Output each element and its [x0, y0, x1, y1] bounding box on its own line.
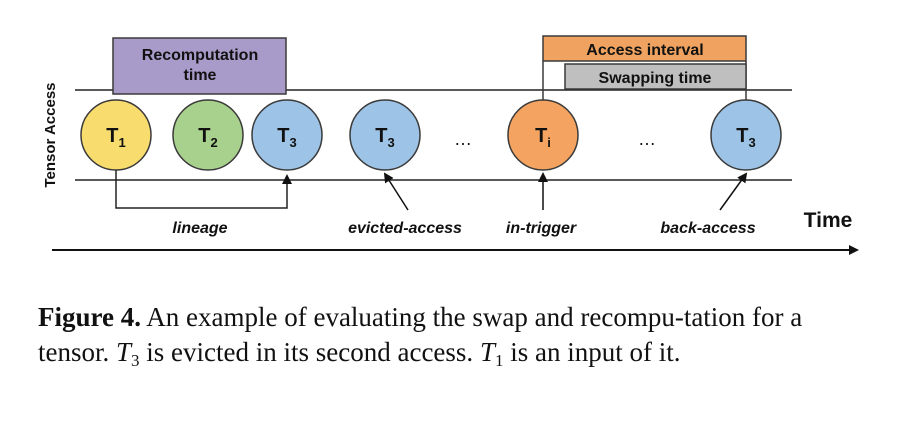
back-access-label: back-access	[660, 220, 755, 237]
lineage-label: lineage	[172, 220, 227, 237]
node-ti-sub: i	[547, 135, 551, 150]
node-t3-third-circle	[710, 99, 782, 171]
node-t3-second-base: T	[375, 125, 387, 147]
access-interval-box	[542, 35, 747, 62]
node-t1: T1	[80, 99, 152, 171]
node-t2: T2	[172, 99, 244, 171]
node-t2-circle	[172, 99, 244, 171]
evicted-access-arrow	[383, 172, 409, 211]
in-trigger-label: in-trigger	[506, 220, 577, 237]
node-t3-second: T3	[349, 99, 421, 171]
svg-text:T3: T3	[375, 125, 394, 150]
recomputation-time-box	[112, 37, 287, 95]
node-t2-sub: 2	[210, 135, 217, 150]
node-t3-third-base: T	[736, 125, 748, 147]
svg-text:Ti: Ti	[535, 125, 551, 150]
figure-label: Figure 4.	[38, 302, 141, 332]
svg-text:T3: T3	[736, 125, 755, 150]
caption-t1-base: T	[479, 337, 495, 367]
caption-text-1: An example of evaluating the swap and re…	[38, 302, 803, 367]
swapping-time-box	[564, 63, 747, 90]
caption-t3-sub: 3	[131, 351, 140, 370]
y-axis-label: Tensor Access	[42, 82, 59, 187]
node-t1-sub: 1	[118, 135, 125, 150]
node-t3-first-base: T	[277, 125, 289, 147]
caption-t3-base: T	[116, 337, 132, 367]
caption-t1-sub: 1	[494, 351, 504, 370]
svg-text:T3: T3	[277, 125, 296, 150]
node-t3-second-sub: 3	[387, 135, 394, 150]
recomputation-time-label-line2: time	[184, 67, 217, 84]
node-t1-circle	[80, 99, 152, 171]
node-t3-first: T3	[251, 99, 323, 171]
node-t1-base: T	[106, 125, 118, 147]
node-t3-second-circle	[349, 99, 421, 171]
svg-text:T2: T2	[198, 125, 217, 150]
figure-caption: Figure 4. An example of evaluating the s…	[38, 300, 880, 370]
svg-text:T1: T1	[106, 125, 125, 150]
node-ti-circle	[507, 99, 579, 171]
access-interval-label: Access interval	[586, 42, 703, 59]
node-ti-base: T	[535, 125, 547, 147]
caption-text-3: is an input of it.	[503, 337, 681, 367]
caption-text-2: is evicted in its second access.	[139, 337, 480, 367]
node-t3-third-sub: 3	[748, 135, 755, 150]
time-axis-label: Time	[804, 209, 853, 232]
node-t3-first-circle	[251, 99, 323, 171]
swapping-time-label: Swapping time	[599, 70, 712, 87]
ellipsis-right: …	[638, 129, 656, 149]
node-ti: Ti	[507, 99, 579, 171]
evicted-access-label: evicted-access	[348, 220, 462, 237]
tensor-access-diagram: Tensor Access Recomputation time Access …	[42, 35, 859, 255]
node-t2-base: T	[198, 125, 210, 147]
ellipsis-left: …	[454, 129, 472, 149]
lineage-bracket	[115, 170, 292, 209]
node-t3-third: T3	[710, 99, 782, 171]
node-t3-first-sub: 3	[289, 135, 296, 150]
back-access-arrow	[719, 172, 748, 211]
recomputation-time-label-line1: Recomputation	[142, 47, 258, 64]
